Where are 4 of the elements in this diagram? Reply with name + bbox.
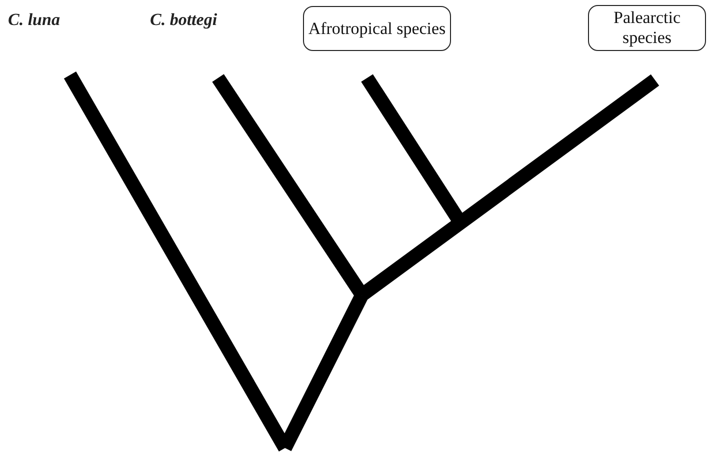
clade-label-box: Palearctic species bbox=[588, 5, 706, 51]
taxon-label: C. luna bbox=[8, 10, 60, 30]
clade-label-box: Afrotropical species bbox=[303, 6, 451, 51]
taxon-label: C. bottegi bbox=[150, 10, 218, 30]
